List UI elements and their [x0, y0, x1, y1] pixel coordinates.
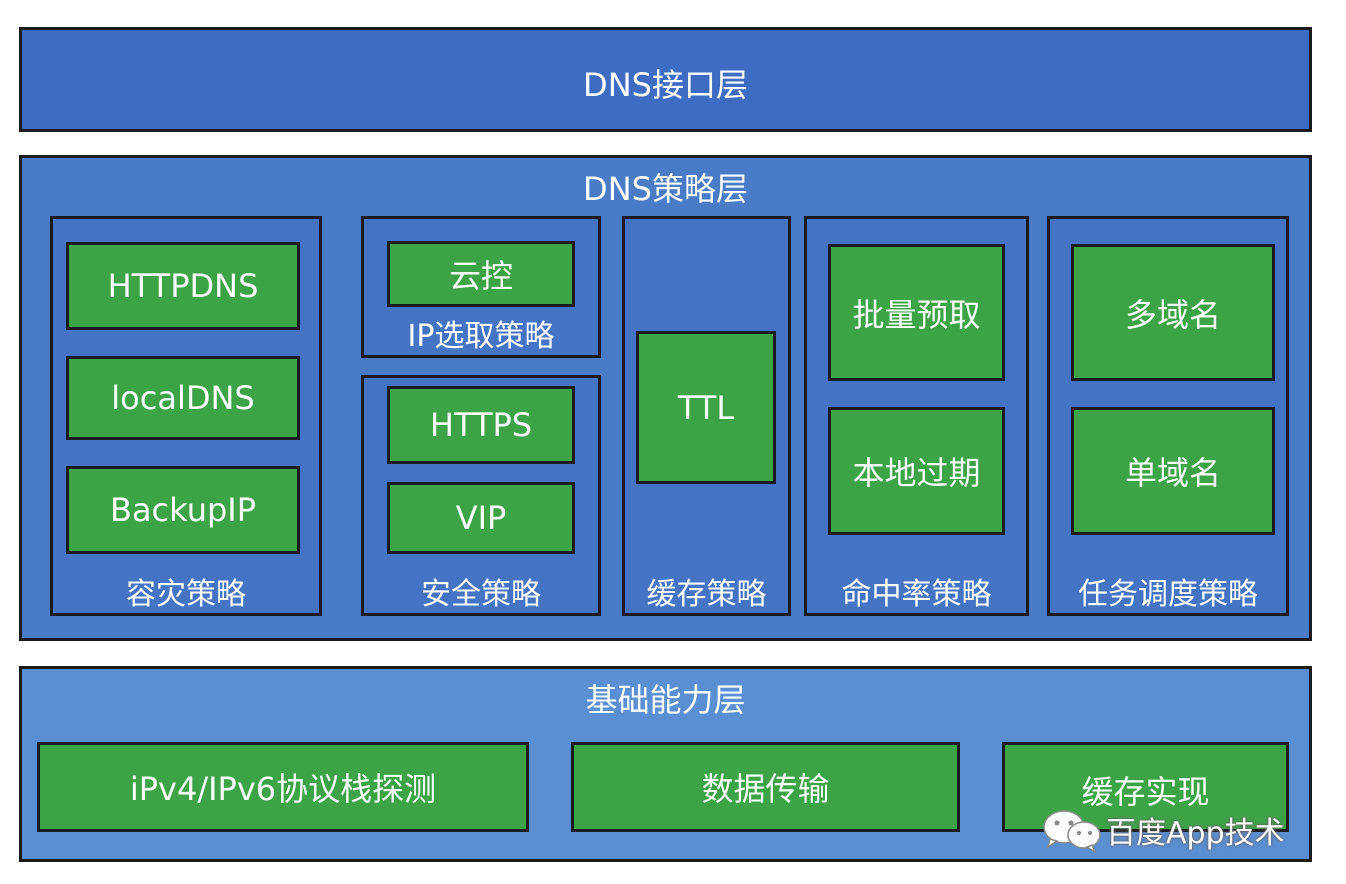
multi-domain-box: 多域名 — [1071, 244, 1275, 381]
localdns-box: localDNS — [66, 356, 300, 440]
dns-interface-layer: DNS接口层 — [19, 27, 1312, 132]
vip-box: VIP — [387, 482, 575, 554]
watermark: 百度App技术 — [1040, 805, 1340, 855]
cache-strategy-label: 缓存策略 — [646, 577, 767, 612]
backupip-box: BackupIP — [66, 466, 300, 554]
local-expiry-box: 本地过期 — [828, 407, 1005, 535]
dns-strategy-layer-title: DNS策略层 — [583, 170, 748, 208]
https-box: HTTPS — [387, 386, 575, 464]
disaster-recovery-label: 容灾策略 — [126, 577, 246, 612]
watermark-text: 百度App技术 — [1106, 816, 1285, 851]
security-label: 安全策略 — [421, 577, 541, 612]
httpdns-box: HTTPDNS — [66, 242, 300, 330]
ttl-box: TTL — [636, 331, 776, 484]
protocol-stack-probe-box: iPv4/IPv6协议栈探测 — [37, 742, 529, 832]
cloud-control-box: 云控 — [387, 241, 575, 307]
data-transfer-box: 数据传输 — [571, 742, 960, 832]
task-scheduling-label: 任务调度策略 — [1078, 577, 1258, 612]
dns-interface-layer-title: DNS接口层 — [583, 66, 748, 104]
hit-rate-label: 命中率策略 — [841, 577, 992, 612]
batch-prefetch-box: 批量预取 — [828, 244, 1005, 381]
single-domain-box: 单域名 — [1071, 407, 1275, 535]
wechat-icon — [1040, 807, 1102, 854]
ip-selection-label: IP选取策略 — [407, 319, 555, 354]
base-capability-layer-title: 基础能力层 — [585, 681, 746, 719]
